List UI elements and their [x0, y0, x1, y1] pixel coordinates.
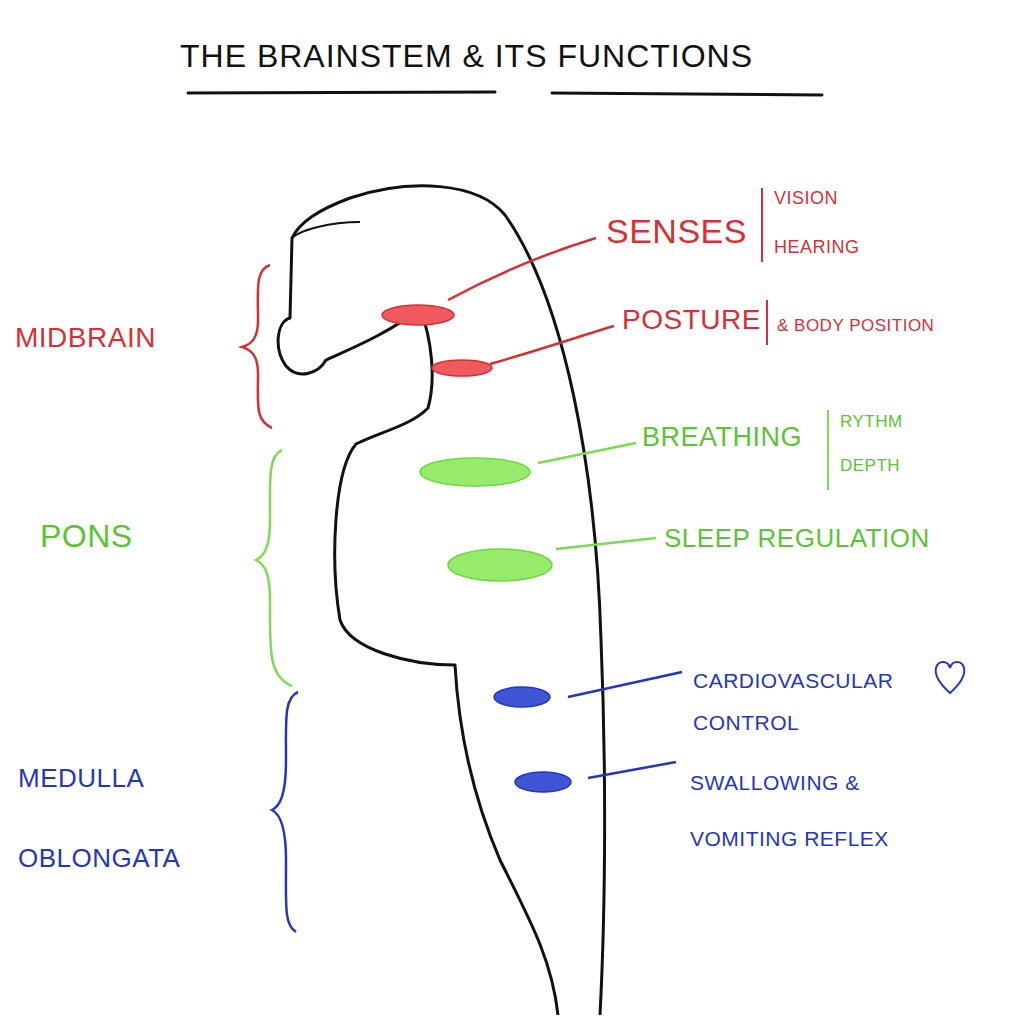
title-underline	[552, 93, 822, 95]
region-name: MEDULLA OBLONGATA	[18, 738, 178, 898]
region-oval	[515, 772, 571, 792]
region-oval	[432, 360, 492, 376]
region-oval	[448, 549, 552, 581]
function-label: SLEEP REGULATION	[664, 524, 930, 554]
function-detail: DEPTH	[840, 456, 900, 476]
function-detail: VISION	[774, 188, 838, 209]
region-oval	[382, 305, 454, 325]
leader-line	[448, 238, 596, 300]
leader-line	[568, 672, 682, 697]
region-oval	[494, 687, 550, 707]
region-bracket	[256, 450, 292, 686]
function-label: SWALLOWING & VOMITING REFLEX	[690, 755, 940, 867]
separator-line	[766, 300, 768, 345]
leader-line	[538, 443, 636, 463]
function-detail: RYTHM	[840, 412, 903, 432]
region-bracket	[272, 692, 298, 932]
function-detail: & BODY POSITION	[777, 316, 934, 336]
separator-line	[827, 410, 829, 490]
brainstem-outline	[278, 186, 605, 1015]
heart-symbol	[936, 662, 965, 693]
diagram-title: THE BRAINSTEM & ITS FUNCTIONS	[180, 38, 753, 75]
region-bracket	[242, 265, 272, 428]
separator-line	[761, 188, 763, 262]
region-name: PONS	[40, 518, 133, 555]
leader-line	[588, 762, 676, 778]
function-label: BREATHING	[642, 422, 802, 453]
region-oval	[420, 458, 530, 486]
leader-line	[556, 538, 656, 549]
function-label: POSTURE	[622, 304, 761, 336]
brainstem-outline	[292, 222, 360, 238]
leader-line	[490, 326, 614, 364]
function-detail: HEARING	[774, 237, 860, 258]
function-label: SENSES	[606, 212, 747, 251]
function-label: CARDIOVASCULAR CONTROL	[693, 660, 923, 744]
region-name: MIDBRAIN	[15, 322, 156, 354]
title-underline	[188, 92, 495, 93]
